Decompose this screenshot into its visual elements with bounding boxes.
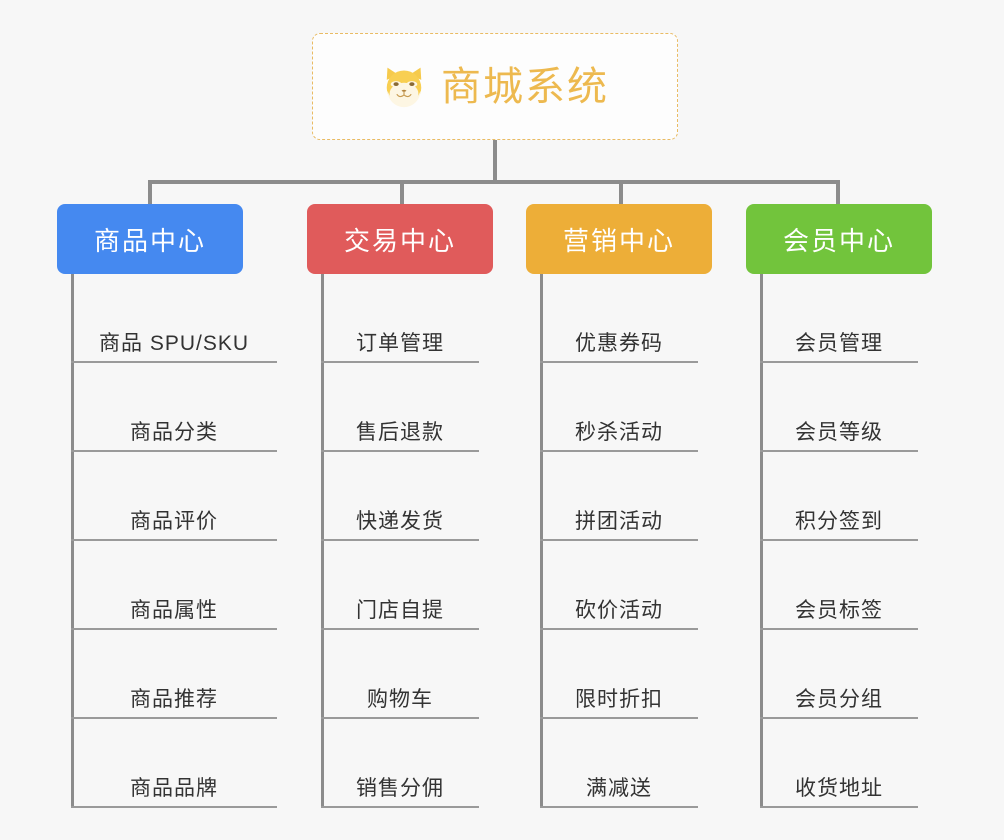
leaf-item[interactable]: 商品品牌	[71, 719, 277, 808]
connector-drop-2	[400, 180, 404, 206]
list-spine	[540, 274, 543, 808]
leaf-label: 会员标签	[795, 598, 883, 622]
leaf-item[interactable]: 拼团活动	[540, 452, 698, 541]
category-label: 商品中心	[93, 225, 206, 256]
connector-horizontal-bus	[148, 180, 838, 184]
leaf-item[interactable]: 商品评价	[71, 452, 277, 541]
leaf-item[interactable]: 购物车	[321, 630, 479, 719]
connector-drop-3	[619, 180, 623, 206]
leaf-item[interactable]: 会员标签	[760, 541, 918, 630]
leaf-item[interactable]: 限时折扣	[540, 630, 698, 719]
leaf-list-marketing-center: 优惠券码 秒杀活动 拼团活动 砍价活动 限时折扣 满减送	[540, 274, 698, 808]
shiba-dog-face-icon	[386, 67, 422, 107]
list-spine	[321, 274, 324, 808]
leaf-label: 商品品牌	[130, 776, 218, 800]
category-box-trade-center[interactable]: 交易中心	[307, 204, 493, 274]
category-label: 营销中心	[562, 225, 675, 256]
branch-column-marketing-center: 营销中心 优惠券码 秒杀活动 拼团活动 砍价活动 限时折扣 满减送	[526, 204, 712, 808]
connector-root-stem	[493, 140, 497, 182]
leaf-label: 会员分组	[795, 687, 883, 711]
branch-column-product-center: 商品中心 商品 SPU/SKU 商品分类 商品评价 商品属性 商品推荐 商品品牌	[57, 204, 277, 808]
list-spine	[760, 274, 763, 808]
leaf-label: 砍价活动	[575, 598, 663, 622]
leaf-item[interactable]: 满减送	[540, 719, 698, 808]
connector-drop-1	[148, 180, 152, 206]
leaf-label: 会员等级	[795, 420, 883, 444]
category-box-marketing-center[interactable]: 营销中心	[526, 204, 712, 274]
leaf-label: 限时折扣	[575, 687, 663, 711]
list-spine	[71, 274, 74, 808]
leaf-label: 积分签到	[795, 509, 883, 533]
leaf-label: 商品 SPU/SKU	[98, 331, 250, 355]
leaf-item[interactable]: 会员分组	[760, 630, 918, 719]
category-label: 会员中心	[782, 225, 895, 256]
category-label: 交易中心	[343, 225, 456, 256]
leaf-item[interactable]: 会员等级	[760, 363, 918, 452]
leaf-label: 销售分佣	[356, 776, 444, 800]
leaf-label: 购物车	[367, 687, 433, 711]
leaf-label: 快递发货	[356, 509, 444, 533]
leaf-item[interactable]: 积分签到	[760, 452, 918, 541]
leaf-label: 拼团活动	[575, 509, 663, 533]
root-node[interactable]: 商城系统	[312, 33, 678, 140]
leaf-label: 收货地址	[795, 776, 883, 800]
leaf-label: 商品评价	[130, 509, 218, 533]
leaf-item[interactable]: 商品分类	[71, 363, 277, 452]
leaf-item[interactable]: 收货地址	[760, 719, 918, 808]
leaf-label: 商品推荐	[130, 687, 218, 711]
leaf-list-trade-center: 订单管理 售后退款 快递发货 门店自提 购物车 销售分佣	[321, 274, 479, 808]
category-box-member-center[interactable]: 会员中心	[746, 204, 932, 274]
leaf-item[interactable]: 销售分佣	[321, 719, 479, 808]
leaf-item[interactable]: 商品属性	[71, 541, 277, 630]
leaf-item[interactable]: 快递发货	[321, 452, 479, 541]
leaf-item[interactable]: 售后退款	[321, 363, 479, 452]
leaf-item[interactable]: 秒杀活动	[540, 363, 698, 452]
category-box-product-center[interactable]: 商品中心	[57, 204, 243, 274]
leaf-label: 商品属性	[130, 598, 218, 622]
leaf-label: 商品分类	[130, 420, 218, 444]
leaf-item[interactable]: 商品推荐	[71, 630, 277, 719]
leaf-item[interactable]: 商品 SPU/SKU	[71, 274, 277, 363]
leaf-item[interactable]: 订单管理	[321, 274, 479, 363]
leaf-label: 订单管理	[356, 331, 444, 355]
leaf-item[interactable]: 会员管理	[760, 274, 918, 363]
leaf-label: 门店自提	[356, 598, 444, 622]
leaf-label: 会员管理	[795, 331, 883, 355]
leaf-item[interactable]: 门店自提	[321, 541, 479, 630]
leaf-label: 秒杀活动	[575, 420, 663, 444]
root-title: 商城系统	[441, 64, 609, 109]
branch-column-trade-center: 交易中心 订单管理 售后退款 快递发货 门店自提 购物车 销售分佣	[307, 204, 493, 808]
branch-column-member-center: 会员中心 会员管理 会员等级 积分签到 会员标签 会员分组 收货地址	[746, 204, 932, 808]
leaf-list-product-center: 商品 SPU/SKU 商品分类 商品评价 商品属性 商品推荐 商品品牌	[71, 274, 277, 808]
leaf-item[interactable]: 砍价活动	[540, 541, 698, 630]
leaf-label: 售后退款	[356, 420, 444, 444]
leaf-label: 优惠券码	[575, 331, 663, 355]
leaf-item[interactable]: 优惠券码	[540, 274, 698, 363]
leaf-list-member-center: 会员管理 会员等级 积分签到 会员标签 会员分组 收货地址	[760, 274, 918, 808]
leaf-label: 满减送	[586, 776, 652, 800]
connector-drop-4	[836, 180, 840, 206]
